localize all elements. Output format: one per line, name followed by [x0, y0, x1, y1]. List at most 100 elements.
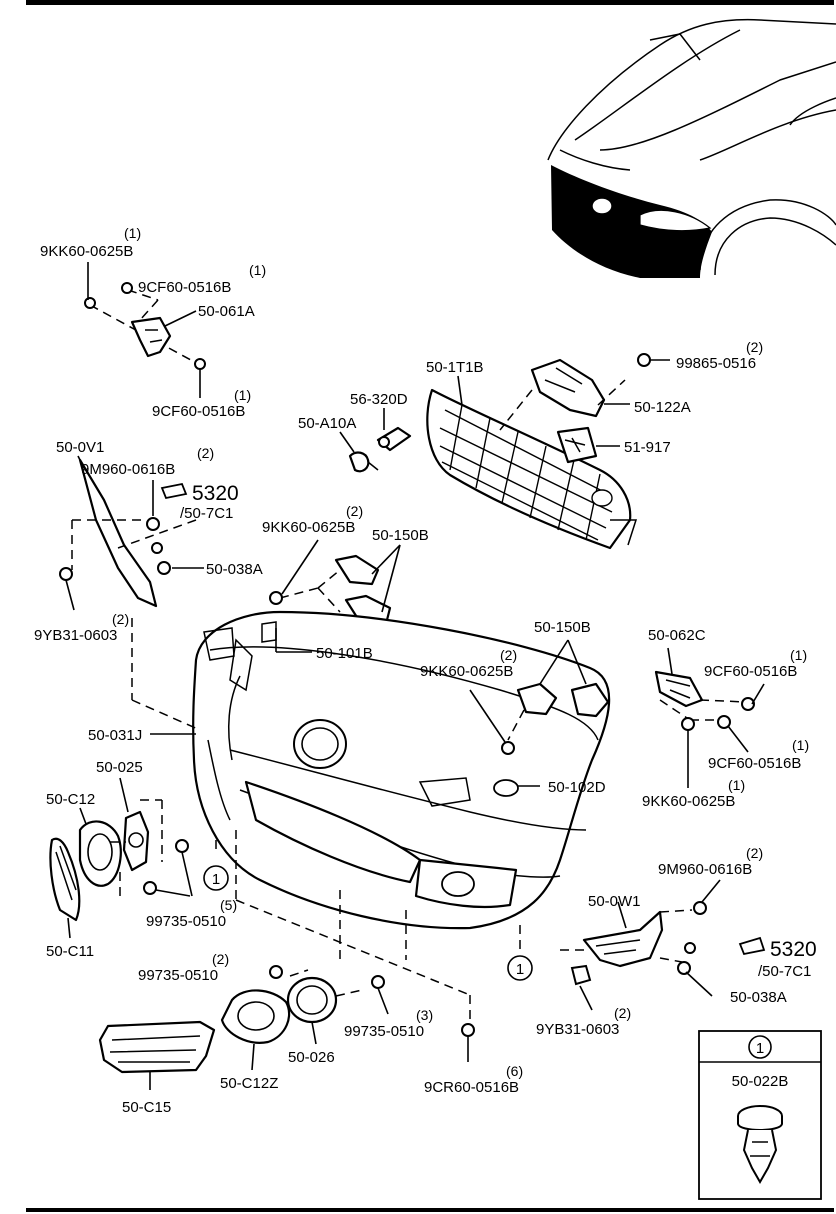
label-9m960-0616b-left: 9M960-0616B	[81, 461, 175, 478]
fog-lamp-housing-50-c12	[78, 807, 122, 887]
front-bumper-highlight	[551, 165, 712, 278]
splash-shield-50-0w1	[560, 879, 766, 1011]
label-9cf60-0516b-c: 9CF60-0516B	[704, 663, 797, 680]
bottom-rule	[26, 1208, 834, 1212]
top-rule	[26, 0, 834, 5]
nut-icon	[59, 567, 73, 581]
label-50-7c1-left: /50-7C1	[180, 505, 233, 522]
label-9m960-0616b-right: 9M960-0616B	[658, 861, 752, 878]
qty-99865: (2)	[746, 339, 763, 355]
bolt-9cr60	[461, 1023, 475, 1062]
wire-56-320d	[376, 408, 412, 452]
label-99865-0516: 99865-0516	[676, 355, 756, 372]
label-50-038a-left: 50-038A	[206, 561, 263, 578]
part-labels: (1) 9KK60-0625B (1) 9CF60-0516B 50-061A …	[34, 225, 817, 1116]
bracket-50-122a	[499, 353, 670, 431]
bolt-icon	[84, 297, 96, 309]
label-50-c15: 50-C15	[122, 1099, 171, 1116]
qty-9m960-left: (2)	[197, 445, 214, 461]
qty-9cf60-d: (1)	[792, 737, 809, 753]
ref-callout-left-text: 1	[212, 871, 220, 888]
bolt-icon	[151, 542, 163, 554]
bolt-icon	[684, 942, 696, 954]
bolt-icon	[681, 717, 695, 731]
label-9yb31-0603-left: 9YB31-0603	[34, 627, 117, 644]
ref-callout-mid: 1	[507, 955, 533, 981]
bolt-icon	[693, 901, 707, 915]
label-50-101b: 50-101B	[316, 645, 373, 662]
label-50-038a-right: 50-038A	[730, 989, 787, 1006]
label-50-102d: 50-102D	[548, 779, 606, 796]
label-50-150b-mid: 50-150B	[534, 619, 591, 636]
qty-9cf60-a: (1)	[249, 262, 266, 278]
fog-lamp-cover-50-c15	[98, 1020, 216, 1090]
label-56-320d: 56-320D	[350, 391, 408, 408]
nut-icon	[570, 964, 592, 986]
bolt-icon	[146, 517, 160, 531]
screw-icon	[269, 965, 283, 979]
qty-9yb31-right: (2)	[614, 1005, 631, 1021]
clip-51-917	[556, 426, 620, 464]
bracket-50-150b-lower	[469, 639, 610, 755]
label-50-031j: 50-031J	[88, 727, 142, 744]
bracket-50-061a-group	[84, 262, 206, 398]
qty-9kk60-lower: (2)	[500, 647, 517, 663]
label-9kk60-0625b-right: 9KK60-0625B	[642, 793, 735, 810]
label-50-7c1-right: /50-7C1	[758, 963, 811, 980]
qty-99735-b: (2)	[212, 951, 229, 967]
fog-lamp-50-026	[269, 965, 389, 1045]
label-50-1t1b: 50-1T1B	[426, 359, 484, 376]
label-50-025: 50-025	[96, 759, 143, 776]
label-50-150b-top: 50-150B	[372, 527, 429, 544]
label-50-c12z: 50-C12Z	[220, 1075, 278, 1092]
legend-ref-text: 1	[756, 1040, 764, 1057]
label-50-061a: 50-061A	[198, 303, 255, 320]
qty-9cr60: (6)	[506, 1063, 523, 1079]
label-50-0w1: 50-0W1	[588, 893, 641, 910]
ref-arrow-icon	[738, 936, 766, 956]
label-5320-right: 5320	[770, 938, 817, 961]
fog-lamp-50-025	[110, 777, 193, 900]
splash-shield-50-0v1	[59, 455, 204, 611]
bumper-cover-50-031j	[150, 610, 611, 930]
label-9yb31-0603-right: 9YB31-0603	[536, 1021, 619, 1038]
bolt-icon	[501, 741, 515, 755]
label-50-026: 50-026	[288, 1049, 335, 1066]
qty-9kk60-right: (1)	[728, 777, 745, 793]
clip-icon	[157, 561, 171, 575]
label-99735-0510-a: 99735-0510	[146, 913, 226, 930]
label-50-a10a: 50-A10A	[298, 415, 356, 432]
ref-callout-mid-text: 1	[516, 961, 524, 978]
qty-9m960-right: (2)	[746, 845, 763, 861]
qty-9cf60-b: (1)	[234, 387, 251, 403]
label-50-c12: 50-C12	[46, 791, 95, 808]
car-illustration	[547, 18, 836, 278]
bolt-icon	[269, 591, 283, 605]
screw-icon	[143, 881, 157, 895]
label-51-917: 51-917	[624, 439, 671, 456]
label-5320-left: 5320	[192, 482, 239, 505]
label-50-c11: 50-C11	[46, 943, 94, 960]
leader-lines	[131, 618, 540, 1020]
screw-icon	[371, 975, 385, 989]
screw-icon	[741, 697, 755, 711]
label-50-062c: 50-062C	[648, 627, 706, 644]
qty-99735-c: (3)	[416, 1007, 433, 1023]
screw-icon	[717, 715, 731, 729]
ref-callout-left: 1	[203, 865, 229, 891]
label-9cf60-0516b-a: 9CF60-0516B	[138, 279, 231, 296]
qty-9kk60-top: (1)	[124, 225, 141, 241]
screw-icon	[121, 282, 133, 294]
screw-icon	[194, 358, 206, 370]
label-50-122a: 50-122A	[634, 399, 691, 416]
label-9kk60-0625b-lower: 9KK60-0625B	[420, 663, 513, 680]
clip-icon	[677, 961, 691, 975]
bracket-50-062c-group	[654, 647, 765, 788]
bolt-icon	[461, 1023, 475, 1037]
label-9kk60-0625b-mid: 9KK60-0625B	[262, 519, 355, 536]
ref-arrow-icon	[160, 482, 188, 500]
label-9cf60-0516b-d: 9CF60-0516B	[708, 755, 801, 772]
legend-box: 1 50-022B	[698, 1030, 822, 1200]
label-50-0v1: 50-0V1	[56, 439, 104, 456]
